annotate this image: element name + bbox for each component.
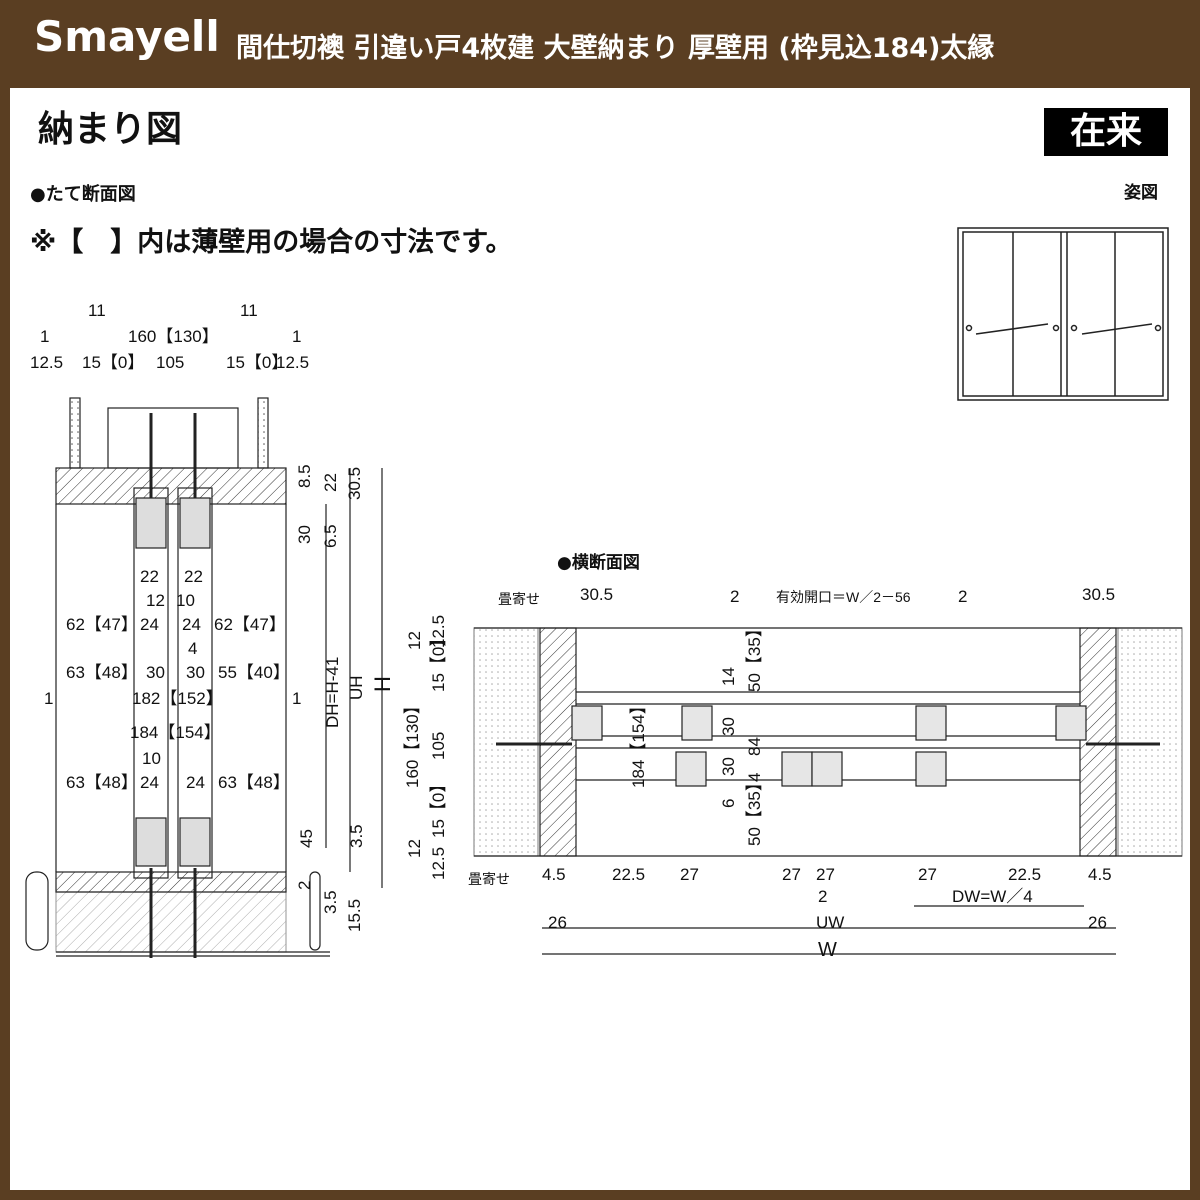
dim-h-30-5-left: 30.5 xyxy=(580,585,613,604)
dim-l-12-5: 12.5 xyxy=(429,615,448,648)
construction-type-badge: 在来 xyxy=(1044,108,1168,156)
dim-a-22-right: 22 xyxy=(184,567,203,586)
dim-l-30b: 30 xyxy=(719,757,738,776)
vertical-section-drawing: 11 11 1 160【130】 1 12.5 15【0】 105 15【0】 … xyxy=(25,301,395,958)
dim-b-27-d: 27 xyxy=(918,865,937,884)
dim-b-22-5-right: 22.5 xyxy=(1008,865,1041,884)
dim-top-1-left: 1 xyxy=(40,327,49,346)
dim-row-12-5-left: 12.5 xyxy=(30,353,63,372)
dim-a-30-left: 30 xyxy=(146,663,165,682)
tatami-top-label: 畳寄せ xyxy=(498,591,540,607)
dim-v-8-5: 8.5 xyxy=(295,464,314,488)
dim-top-11-left: 11 xyxy=(88,301,106,320)
dim-a-30-right: 30 xyxy=(186,663,205,682)
dim-b-22-5-left: 22.5 xyxy=(612,865,645,884)
dim-v-3-5b: 3.5 xyxy=(321,890,340,914)
dim-width-160: 160【130】 xyxy=(128,327,219,346)
dim-a-184: 184【154】 xyxy=(130,723,221,742)
dim-l-14: 14 xyxy=(719,667,738,686)
dim-l-105: 105 xyxy=(429,732,448,760)
dim-a-24b-right: 24 xyxy=(186,773,205,792)
dim-v-45: 45 xyxy=(297,829,316,848)
dim-b-26-right: 26 xyxy=(1088,913,1107,932)
dim-b-27-c: 27 xyxy=(816,865,835,884)
dim-l-15-0b: 15【0】 xyxy=(429,776,448,838)
dim-b-27-b: 27 xyxy=(782,865,801,884)
dim-a-4: 4 xyxy=(188,639,197,658)
dim-l-4: 4 xyxy=(745,773,764,782)
drawing-panel: 納まり図 在来 ●たて断面図 ※【 】内は薄壁用の場合の寸法です。 姿図 ●横断… xyxy=(10,88,1190,1190)
dim-b-2: 2 xyxy=(818,887,827,906)
dim-b-26-left: 26 xyxy=(548,913,567,932)
dim-b-4-5-right: 4.5 xyxy=(1088,865,1112,884)
dim-h-2-right: 2 xyxy=(958,587,967,606)
effective-opening-label: 有効開口＝W／2－56 xyxy=(776,589,911,605)
thin-wall-note: ※【 】内は薄壁用の場合の寸法です。 xyxy=(30,227,513,258)
dim-a-24b-left: 24 xyxy=(140,773,159,792)
dim-v-30: 30 xyxy=(295,525,314,544)
dim-a-62-left: 62【47】 xyxy=(66,615,138,634)
dim-a-63-left: 63【48】 xyxy=(66,663,138,682)
dim-b-27-a: 27 xyxy=(680,865,699,884)
dim-top-1-right: 1 xyxy=(292,327,301,346)
horizontal-section-drawing: 畳寄せ 30.5 2 有効開口＝W／2－56 2 30.5 12 12.5 15… xyxy=(403,585,1183,961)
dim-l-12b: 12 xyxy=(405,839,424,858)
dim-a-55-right: 55【40】 xyxy=(218,663,290,682)
dim-v-15-5: 15.5 xyxy=(345,899,364,932)
dim-b-4-5-left: 4.5 xyxy=(542,865,566,884)
dim-a-62-right: 62【47】 xyxy=(214,615,286,634)
dim-l-50-35: 50【35】 xyxy=(745,620,764,692)
dim-dh: DH=H-41 xyxy=(323,657,342,728)
header-bar: Smayell 間仕切襖 引違い戸4枚建 大壁納まり 厚壁用 (枠見込184)太… xyxy=(0,0,1200,88)
dim-row-105: 105 xyxy=(156,353,184,372)
dim-a-10b: 10 xyxy=(142,749,161,768)
dim-b-uw: UW xyxy=(816,913,844,932)
dim-a-63b-right: 63【48】 xyxy=(218,773,290,792)
dim-v-2: 2 xyxy=(295,881,314,890)
tatami-bottom-label: 畳寄せ xyxy=(468,871,510,887)
dim-l-50-35b: 50【35】 xyxy=(745,774,764,846)
dim-b-w: W xyxy=(818,939,837,961)
dim-h: H xyxy=(370,676,395,692)
dim-a-182: 182【152】 xyxy=(132,689,223,708)
dim-l-12: 12 xyxy=(405,631,424,650)
product-title: 間仕切襖 引違い戸4枚建 大壁納まり 厚壁用 (枠見込184)太縁 xyxy=(236,33,995,64)
dim-b-dw: DW=W／4 xyxy=(952,887,1033,906)
dim-a-24-left: 24 xyxy=(140,615,159,634)
dim-l-12-5b: 12.5 xyxy=(429,847,448,880)
dim-l-160: 160【130】 xyxy=(403,697,422,788)
dim-v-22: 22 xyxy=(321,473,340,492)
dim-l-6: 6 xyxy=(719,799,738,808)
dim-a-24-right: 24 xyxy=(182,615,201,634)
dim-v-3-5: 3.5 xyxy=(347,824,366,848)
dim-top-11-right: 11 xyxy=(240,301,258,320)
section-title: 納まり図 xyxy=(38,109,183,150)
dim-l-15-0: 15【0】 xyxy=(429,630,448,692)
dim-l-84: 84 xyxy=(745,737,764,756)
dim-h-30-5-right: 30.5 xyxy=(1082,585,1115,604)
brand-logo-text: Smayell xyxy=(34,12,220,61)
dim-a-10: 10 xyxy=(176,591,195,610)
dim-l-184: 184【154】 xyxy=(629,697,648,788)
dim-h-2-left: 2 xyxy=(730,587,739,606)
dim-v-6-5: 6.5 xyxy=(321,524,340,548)
dim-row-15-left: 15【0】 xyxy=(82,353,144,372)
dim-row-12-5-right: 12.5 xyxy=(276,353,309,372)
dim-a-63b-left: 63【48】 xyxy=(66,773,138,792)
dim-uh: UH xyxy=(347,675,366,700)
dim-v-30-5: 30.5 xyxy=(345,467,364,500)
elevation-label: 姿図 xyxy=(1124,183,1158,203)
dim-a-22-left: 22 xyxy=(140,567,159,586)
dim-a-12: 12 xyxy=(146,591,165,610)
vertical-section-label: ●たて断面図 xyxy=(30,184,136,205)
dim-l-30a: 30 xyxy=(719,717,738,736)
dim-row-15-right: 15【0】 xyxy=(226,353,288,372)
dim-a-1-right: 1 xyxy=(292,689,301,708)
horizontal-section-label: ●横断面図 xyxy=(557,553,640,573)
dim-a-1-left: 1 xyxy=(44,689,53,708)
